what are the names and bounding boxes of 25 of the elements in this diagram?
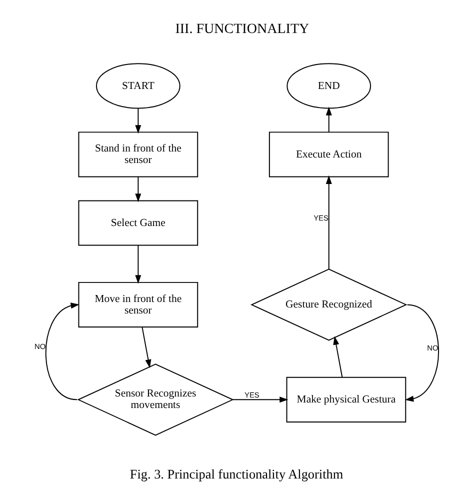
node-ellipse: END: [286, 63, 372, 109]
arrow: [135, 108, 142, 134]
arrow: [135, 176, 142, 202]
arrow: [142, 326, 152, 368]
node-diamond: Gesture Recognized: [250, 268, 408, 341]
caption: Fig. 3. Principal functionality Algorithm: [130, 466, 344, 482]
node-box: Execute Action: [268, 132, 389, 178]
node-box: Make physical Gestura: [286, 376, 406, 422]
edge-label: NO: [427, 344, 438, 353]
diagram-title: III. FUNCTIONALITY: [175, 20, 310, 37]
node-box: Move in front of the sensor: [78, 282, 198, 328]
edge-label: YES: [244, 390, 260, 400]
node-box: Stand in front of the sensor: [78, 132, 198, 178]
arrow: [404, 304, 439, 402]
edge-label: NO: [34, 342, 46, 352]
arrow: [45, 302, 80, 400]
edge-label: YES: [314, 214, 328, 223]
arrow: [333, 336, 343, 378]
node-box: Select Game: [78, 200, 198, 246]
node-ellipse: START: [96, 63, 180, 109]
arrow: [326, 175, 332, 270]
node-diamond: Sensor Recognizes movements: [77, 364, 234, 436]
arrow: [326, 106, 332, 133]
arrow: [135, 245, 142, 284]
arrow: [232, 396, 288, 403]
